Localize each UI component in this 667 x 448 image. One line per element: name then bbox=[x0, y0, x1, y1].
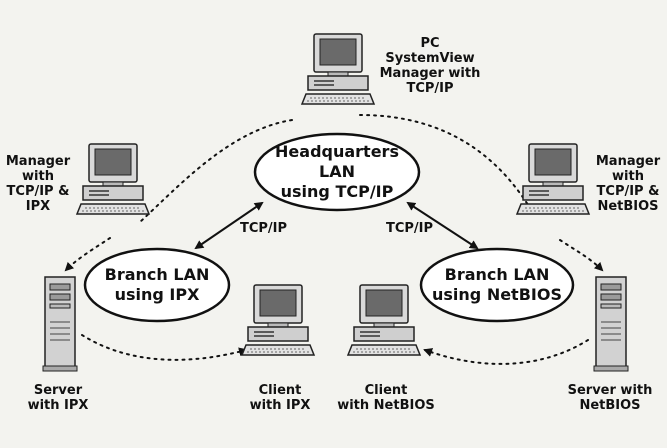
desktop-computer-icon bbox=[76, 143, 150, 215]
pc-manager-label: PC SystemView Manager with TCP/IP bbox=[379, 36, 481, 96]
desktop-computer-icon bbox=[301, 33, 375, 105]
link-label-left: TCP/IP bbox=[240, 221, 288, 236]
path-pc-to-mgr-netbios bbox=[359, 114, 531, 209]
ipx-lan-label: Branch LAN using IPX bbox=[104, 265, 210, 304]
desktop-computer-icon bbox=[241, 284, 315, 356]
tower-server-icon bbox=[593, 276, 629, 372]
desktop-computer-icon bbox=[516, 143, 590, 215]
netbios-lan-label: Branch LAN using NetBIOS bbox=[432, 265, 562, 304]
desktop-computer-icon bbox=[347, 284, 421, 356]
link-hq-ipx bbox=[194, 201, 264, 250]
hq-lan-label: Headquarters LAN using TCP/IP bbox=[275, 142, 399, 201]
tower-server-icon bbox=[42, 276, 78, 372]
management-paths bbox=[64, 114, 604, 365]
server-ipx-label: Server with IPX bbox=[27, 383, 89, 413]
path-server-ipx-to-client-ipx bbox=[81, 334, 248, 361]
client-netbios-label: Client with NetBIOS bbox=[337, 383, 435, 413]
path-pc-to-mgr-ipx bbox=[139, 119, 293, 223]
path-server-netbios-to-client-netbios bbox=[423, 339, 589, 365]
hq-lan-ellipse bbox=[253, 132, 421, 212]
client-ipx-label: Client with IPX bbox=[249, 383, 311, 413]
netbios-lan-ellipse bbox=[419, 247, 575, 323]
link-label-right: TCP/IP bbox=[386, 221, 434, 236]
ipx-lan-ellipse bbox=[83, 247, 231, 323]
link-hq-netbios bbox=[406, 201, 479, 250]
manager-ipx-label: Manager with TCP/IP & IPX bbox=[5, 154, 71, 214]
tcpip-links bbox=[194, 201, 479, 250]
server-netbios-label: Server with NetBIOS bbox=[567, 383, 653, 413]
path-mgr-ipx-to-server-ipx bbox=[64, 237, 111, 272]
manager-netbios-label: Manager with TCP/IP & NetBIOS bbox=[595, 154, 661, 214]
